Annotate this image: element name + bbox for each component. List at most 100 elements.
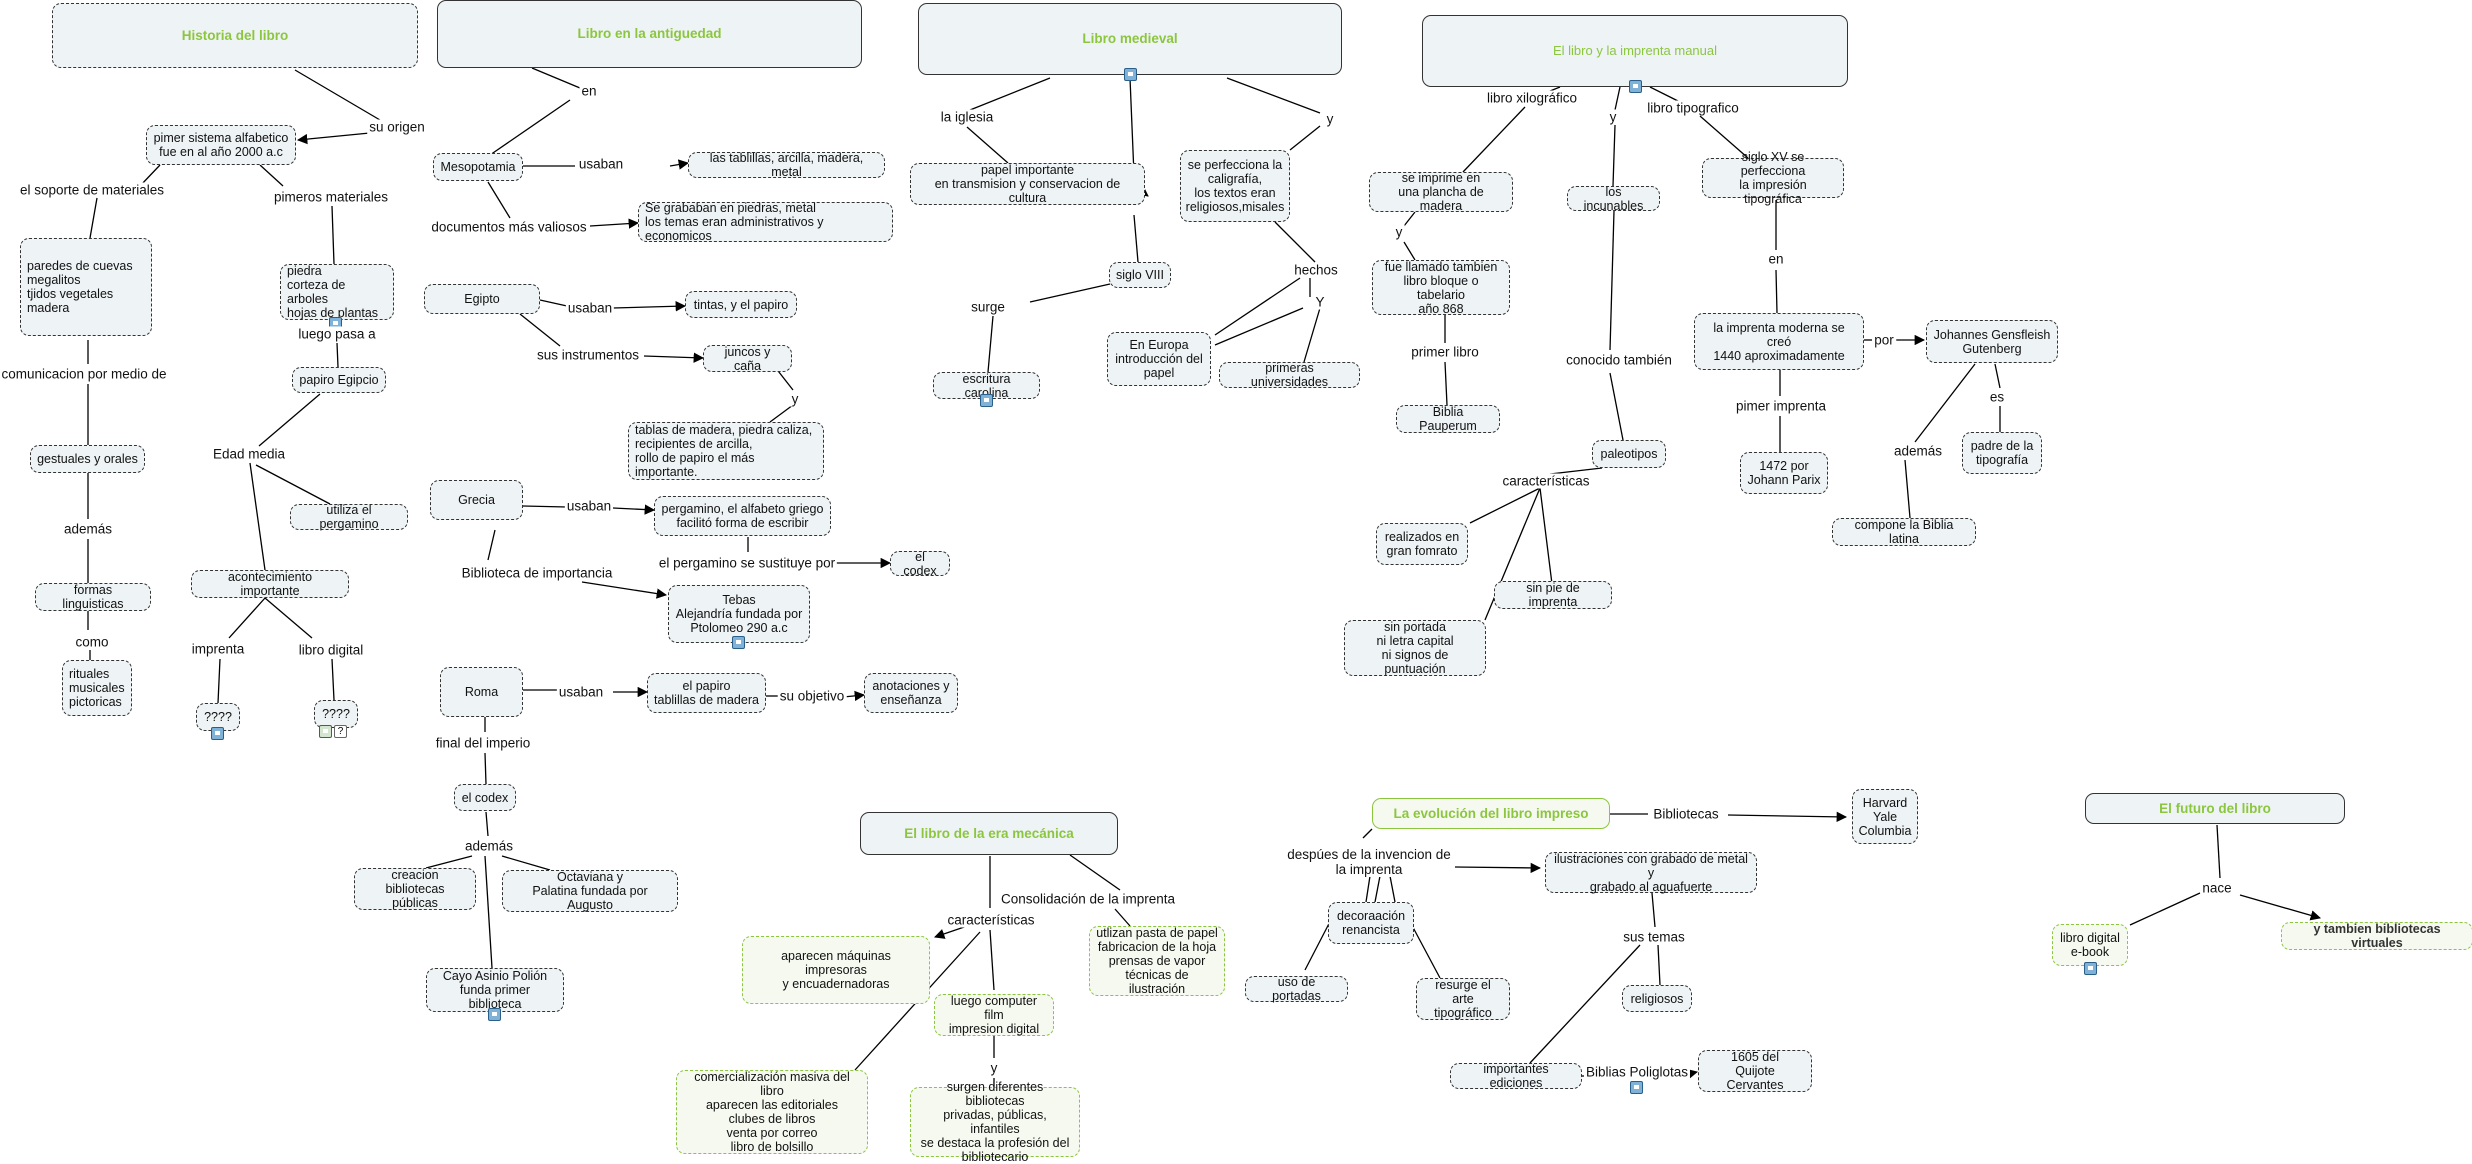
node-gestuales[interactable]: gestuales y orales <box>30 445 145 473</box>
label-es: es <box>1987 389 2007 405</box>
image-icon[interactable] <box>2084 962 2097 975</box>
node-juncos[interactable]: juncos y caña <box>703 345 792 373</box>
label-caracteristicas: características <box>1500 473 1592 489</box>
image-icon[interactable] <box>1629 80 1642 93</box>
label-conocido-tambien: conocido también <box>1564 352 1674 368</box>
label-usaban: usaban <box>556 684 606 700</box>
node-libro-bloque[interactable]: fue llamado tambien libro bloque o tabel… <box>1372 260 1510 316</box>
node-incunables[interactable]: los incunables <box>1567 185 1660 213</box>
node-tablillas[interactable]: las tablillas, arcilla, madera, metal <box>688 151 885 179</box>
node-siglo-viii[interactable]: siglo VIII <box>1109 262 1171 288</box>
image-icon[interactable] <box>732 636 745 649</box>
node-perfecciona-caligrafia[interactable]: se perfecciona la caligrafía, los textos… <box>1180 150 1290 222</box>
node-cayo[interactable]: Cayo Asinio Polión funda primer bibliote… <box>426 968 564 1012</box>
historia-del-libro-title[interactable]: Historia del libro <box>52 3 418 68</box>
futuro-libro-title[interactable]: El futuro del libro <box>2085 793 2345 824</box>
node-tebas[interactable]: Tebas Alejandría fundada por Ptolomeo 29… <box>668 585 810 643</box>
node-imprenta-moderna[interactable]: la imprenta moderna se creó 1440 aproxim… <box>1694 313 1864 370</box>
node-se-imprime[interactable]: se imprime en una plancha de madera <box>1369 171 1513 213</box>
label-edad-media: Edad media <box>210 446 288 462</box>
evolucion-libro-title[interactable]: La evolución del libro impreso <box>1372 798 1610 829</box>
node-uso-portadas[interactable]: uso de portadas <box>1245 975 1348 1003</box>
era-mecanica-title[interactable]: El libro de la era mecánica <box>860 812 1118 855</box>
node-grababan[interactable]: Se grababan en piedras, metal los temas … <box>638 201 893 243</box>
node-creacion-bibliotecas[interactable]: creacion bibliotecas públicas <box>354 868 476 910</box>
node-decoracion[interactable]: decoraación renancista <box>1328 902 1414 944</box>
node-papiro-roma[interactable]: el papiro tablillas de madera <box>647 673 766 713</box>
image-icon[interactable] <box>1630 1081 1643 1094</box>
node-europa-papel[interactable]: En Europa introducción del papel <box>1107 332 1211 386</box>
image-icon[interactable] <box>488 1008 501 1021</box>
label-y: y <box>1324 111 1336 127</box>
libro-antiguedad-title[interactable]: Libro en la antiguedad <box>437 0 862 68</box>
node-surgen-bibliotecas[interactable]: surgen diferentes bibliotecas privadas, … <box>910 1080 1080 1164</box>
node-computer-film[interactable]: luego computer film impresion digital <box>934 994 1054 1036</box>
node-mesopotamia[interactable]: Mesopotamia <box>433 153 523 181</box>
imprenta-manual-title[interactable]: El libro y la imprenta manual <box>1422 15 1848 87</box>
node-paredes[interactable]: paredes de cuevas megalitos tjidos veget… <box>20 238 152 336</box>
label-usaban: usaban <box>576 156 626 172</box>
node-utiliza-pergamino[interactable]: utiliza el pergamino <box>290 503 408 531</box>
label-biblioteca-importancia: Biblioteca de importancia <box>459 565 615 581</box>
node-siglo-xv[interactable]: siglo XV se perfecciona la impresión tip… <box>1702 150 1844 206</box>
node-imprenta-unknown[interactable]: ???? <box>196 703 240 731</box>
image-icon[interactable] <box>980 394 993 407</box>
node-octaviana[interactable]: Octaviana y Palatina fundada por Augusto <box>502 870 678 912</box>
label-y: y <box>1607 109 1619 125</box>
label-soporte: el soporte de materiales <box>17 182 167 198</box>
node-johann-parix[interactable]: 1472 por Johann Parix <box>1740 452 1828 494</box>
node-padre-tipografia[interactable]: padre de la tipografía <box>1962 432 2042 474</box>
node-papel-importante[interactable]: papel importante en transmision y conser… <box>910 163 1145 205</box>
node-bibliotecas-virtuales[interactable]: y tambien bibliotecas virtuales <box>2281 922 2472 950</box>
node-tablas[interactable]: tablas de madera, piedra caliza, recipie… <box>628 422 824 480</box>
label-final-imperio: final del imperio <box>433 735 533 751</box>
node-tintas[interactable]: tintas, y el papiro <box>685 291 797 318</box>
label-en: en <box>1766 251 1786 267</box>
image-icon[interactable] <box>1124 68 1137 81</box>
node-harvard[interactable]: Harvard Yale Columbia <box>1852 789 1918 844</box>
node-piedra[interactable]: piedra corteza de arboles hojas de plant… <box>280 264 394 320</box>
node-realizados[interactable]: realizados en gran fomrato <box>1376 523 1468 565</box>
node-sin-pie[interactable]: sin pie de imprenta <box>1494 581 1612 609</box>
node-codex-roma[interactable]: el codex <box>454 784 516 811</box>
image-icon[interactable] <box>211 727 224 740</box>
label-pimeros-materiales: pimeros materiales <box>271 189 391 205</box>
node-compone-biblia[interactable]: compone la Biblia latina <box>1832 518 1976 546</box>
node-egipto[interactable]: Egipto <box>424 284 540 314</box>
node-pimer-sistema[interactable]: pimer sistema alfabetico fue en al año 2… <box>146 125 296 165</box>
node-escritura-carolina[interactable]: escritura carolina <box>933 372 1040 400</box>
node-grecia[interactable]: Grecia <box>430 480 523 520</box>
node-codex-grecia[interactable]: el codex <box>890 550 950 578</box>
node-biblia-pauperum[interactable]: Biblia Pauperum <box>1396 405 1500 433</box>
libro-medieval-title[interactable]: Libro medieval <box>918 3 1342 75</box>
node-libro-digital-unknown[interactable]: ???? <box>314 700 358 728</box>
node-roma[interactable]: Roma <box>440 667 523 717</box>
label-la-iglesia: la iglesia <box>938 109 996 125</box>
help-icon[interactable] <box>334 725 347 738</box>
node-ilustraciones[interactable]: ilustraciones con grabado de metal y gra… <box>1545 852 1757 894</box>
node-quijote[interactable]: 1605 del Quijote Cervantes <box>1698 1050 1812 1092</box>
node-pasta-papel[interactable]: utlizan pasta de papel fabricacion de la… <box>1089 926 1225 996</box>
label-en: en <box>579 83 599 99</box>
node-gutenberg[interactable]: Johannes Gensfleish Gutenberg <box>1926 320 2058 363</box>
node-importantes-ediciones[interactable]: importantes ediciones <box>1450 1062 1582 1090</box>
node-acontecimiento[interactable]: acontecimiento importante <box>191 570 349 598</box>
node-anotaciones[interactable]: anotaciones y enseñanza <box>864 673 958 713</box>
node-sin-portada[interactable]: sin portada ni letra capital ni signos d… <box>1344 620 1486 676</box>
label-documentos: documentos más valiosos <box>429 219 589 235</box>
node-pergamino-griego[interactable]: pergamino, el alfabeto griego facilitó f… <box>654 496 831 536</box>
label-y: y <box>1393 224 1405 240</box>
node-primeras-universidades[interactable]: primeras universidades <box>1219 361 1360 389</box>
node-paleotipos[interactable]: paleotipos <box>1592 440 1666 468</box>
node-rituales[interactable]: rituales musicales pictoricas <box>62 660 132 716</box>
node-religiosos[interactable]: religiosos <box>1622 985 1692 1012</box>
node-formas[interactable]: formas linguisticas <box>35 583 151 611</box>
node-resurge-arte[interactable]: resurge el arte tipográfico <box>1416 978 1510 1020</box>
node-comercializacion[interactable]: comercialización masiva del libro aparec… <box>676 1070 868 1154</box>
node-maquinas[interactable]: aparecen máquinas impresoras y encuadern… <box>742 936 930 1004</box>
node-papiro-egipcio[interactable]: papiro Egipcio <box>292 367 386 393</box>
document-icon[interactable] <box>319 725 332 738</box>
label-biblias-poliglotas: Biblias Poliglotas <box>1583 1064 1691 1080</box>
node-ebook[interactable]: libro digital e-book <box>2052 924 2128 966</box>
label-ademas: además <box>462 838 516 854</box>
